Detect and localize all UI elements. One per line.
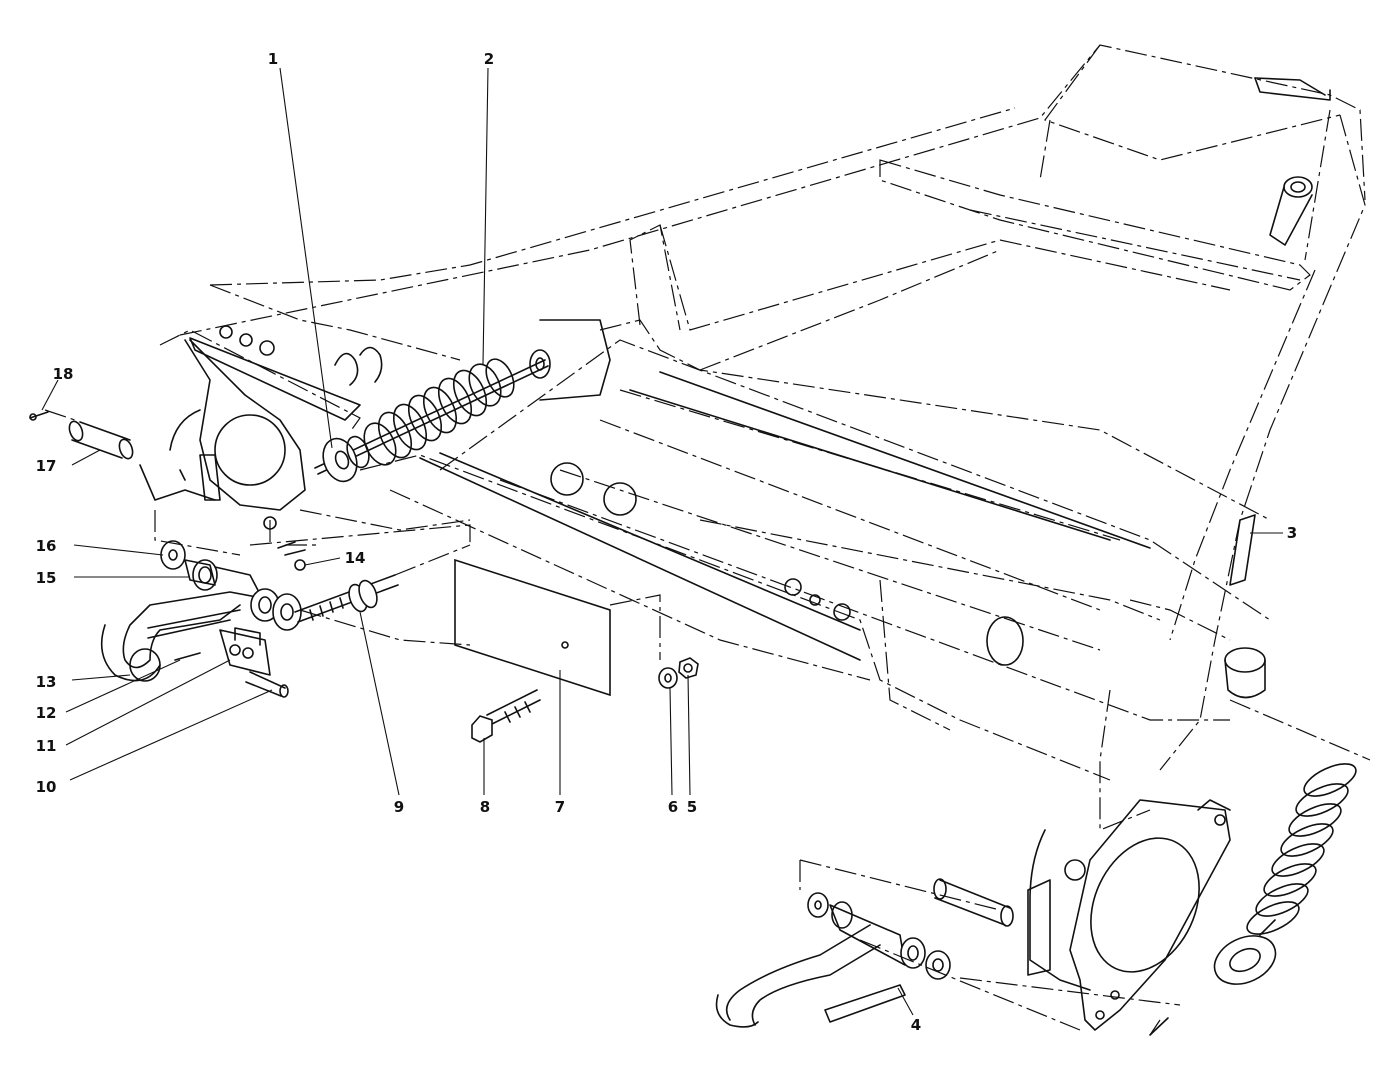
- callout-11: 11: [36, 737, 57, 755]
- compression-spring: [363, 358, 515, 466]
- callout-17: 17: [36, 457, 57, 475]
- right-linkage-assembly: [715, 514, 1371, 1036]
- left-side-plate: [139, 339, 383, 511]
- pin: [68, 420, 134, 460]
- callout-18: 18: [53, 365, 74, 383]
- callout-7: 7: [555, 798, 565, 816]
- clevis-bracket: [219, 627, 271, 676]
- callout-6: 6: [668, 798, 678, 816]
- cover-plate-assembly: [454, 558, 699, 743]
- callout-1: 1: [268, 50, 278, 68]
- callout-9: 9: [394, 798, 404, 816]
- bushing: [192, 559, 218, 591]
- cotter-pin: [29, 411, 49, 421]
- right-pivot-arm: [715, 892, 951, 1028]
- guide-lines: [44, 409, 471, 646]
- hex-bolt: [471, 689, 541, 743]
- leader-lines: [41, 67, 1283, 1016]
- callout-16: 16: [36, 537, 57, 555]
- rod-and-spring-assembly: [314, 349, 551, 483]
- callout-15: 15: [36, 569, 57, 587]
- hex-nut: [678, 657, 699, 679]
- flat-washer: [658, 667, 678, 689]
- callout-10: 10: [36, 778, 57, 796]
- spring-washer: [322, 435, 370, 483]
- threaded-adjuster-rod: [294, 574, 399, 623]
- frame-solid-lines: [419, 77, 1331, 661]
- callout-13: 13: [36, 673, 57, 691]
- callout-8: 8: [480, 798, 490, 816]
- nut: [294, 559, 306, 571]
- cover-plate: [454, 558, 611, 697]
- chassis-frame: [159, 44, 1366, 831]
- callout-14: 14: [345, 549, 366, 567]
- frame-holes: [219, 325, 1086, 881]
- callout-4: 4: [911, 1016, 921, 1034]
- left-trim-strip: [189, 337, 361, 421]
- callout-2: 2: [484, 50, 494, 68]
- right-compression-spring: [1213, 763, 1357, 985]
- callout-5: 5: [687, 798, 697, 816]
- callout-3: 3: [1287, 524, 1297, 542]
- callout-12: 12: [36, 704, 57, 722]
- pivot-arm: [100, 566, 263, 682]
- callout-labels: 1 2 3 4 5 6 7 8 9 10 11 12 13 14 15 16 1…: [36, 50, 1298, 1034]
